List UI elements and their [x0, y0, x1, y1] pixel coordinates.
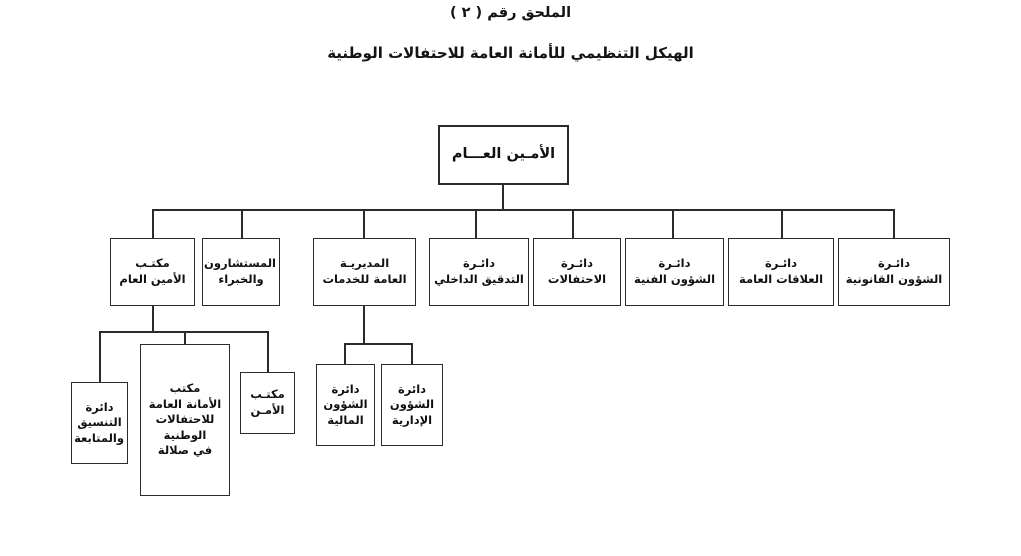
node-line: الشؤون [389, 397, 435, 412]
node-celebrations-department[interactable]: دائـرة الاحتفالات [533, 238, 621, 306]
node-line: الأمانة العامة [148, 396, 222, 411]
node-line: الاحتفالات [547, 272, 607, 286]
node-line: العامة للخدمات [322, 272, 407, 286]
node-line: العلاقات العامة [738, 272, 824, 286]
connector-drop-general-directorate-of-services [363, 209, 365, 238]
connector-office-sg-drop [152, 306, 154, 332]
node-line: دائرة [85, 399, 114, 414]
connector-drop-office-of-secretary-general [152, 209, 154, 238]
connector-drop-coordination-and-followup-department [99, 331, 101, 383]
node-line: الشؤون القانونية [845, 272, 943, 286]
node-line: والخبراء [218, 272, 264, 286]
annex-label: الملحق رقم ( ٢ ) [449, 5, 572, 21]
node-line: الأمين العام [119, 272, 186, 286]
node-line: الإدارية [391, 412, 433, 427]
node-technical-affairs-department[interactable]: دائـرة الشؤون الفنية [625, 238, 724, 306]
node-line: المستشارون [204, 256, 276, 271]
node-line: مكتب [169, 381, 201, 396]
node-line: دائـرة [877, 256, 911, 271]
node-general-directorate-of-services[interactable]: المديريـة العامة للخدمات [313, 238, 416, 306]
node-line: مكتـب [135, 256, 170, 271]
connector-drop-administrative-affairs-department [411, 343, 413, 365]
node-coordination-and-followup-department[interactable]: دائرة التنسيق والمتابعة [71, 382, 128, 464]
connector-drop-internal-audit-department [475, 209, 477, 238]
connector-root-drop [502, 185, 504, 210]
node-line: الوطنية [163, 427, 207, 442]
node-internal-audit-department[interactable]: دائـرة التدقيق الداخلي [429, 238, 529, 306]
node-administrative-affairs-department[interactable]: دائرة الشؤون الإدارية [381, 364, 443, 446]
node-financial-affairs-department[interactable]: دائرة الشؤون المالية [316, 364, 375, 446]
node-salalah-national-celebrations-office[interactable]: مكتب الأمانة العامة للاحتفالات الوطنية ف… [140, 344, 230, 496]
node-line: دائـرة [764, 256, 798, 271]
node-line: المديريـة [339, 256, 390, 271]
node-line: الشؤون الفنية [633, 272, 716, 286]
connector-drop-financial-affairs-department [344, 343, 346, 365]
node-line: الأمـن [250, 403, 285, 417]
connector-drop-celebrations-department [572, 209, 574, 238]
node-office-of-secretary-general[interactable]: مكتـب الأمين العام [110, 238, 195, 306]
node-line: المالية [327, 412, 364, 427]
node-line: والمتابعة [74, 430, 124, 445]
connector-drop-salalah-office [184, 331, 186, 345]
connector-level2-bus [152, 209, 894, 211]
node-line: التدقيق الداخلي [434, 272, 524, 286]
node-advisors-and-experts[interactable]: المستشارون والخبراء [202, 238, 280, 306]
connector-services-bus [344, 343, 412, 345]
node-line: دائرة [397, 381, 427, 396]
page-title: الهيكل التنظيمي للأمانة العامة للاحتفالا… [327, 44, 694, 62]
node-line: للاحتفالات [155, 412, 215, 427]
node-line: التنسيق [77, 415, 122, 430]
node-legal-affairs-department[interactable]: دائـرة الشؤون القانونية [838, 238, 950, 306]
connector-services-drop [363, 306, 365, 344]
node-line: مكتـب [250, 387, 285, 402]
connector-drop-technical-affairs-department [672, 209, 674, 238]
node-secretary-general[interactable]: الأمـين العـــام [438, 125, 569, 185]
node-public-relations-department[interactable]: دائـرة العلاقات العامة [728, 238, 834, 306]
connector-drop-legal-affairs-department [893, 209, 895, 238]
node-line: الأمـين العـــام [451, 146, 556, 163]
node-line: دائرة [331, 381, 360, 396]
connector-drop-public-relations-department [781, 209, 783, 238]
node-line: في صلالة [157, 443, 213, 458]
connector-drop-security-office [267, 331, 269, 373]
node-line: الشؤون [323, 397, 368, 412]
connector-drop-advisors-and-experts [241, 209, 243, 238]
node-line: دائـرة [462, 256, 496, 271]
node-security-office[interactable]: مكتـب الأمـن [240, 372, 295, 434]
node-line: دائـرة [658, 256, 691, 271]
node-line: دائـرة [560, 256, 594, 271]
